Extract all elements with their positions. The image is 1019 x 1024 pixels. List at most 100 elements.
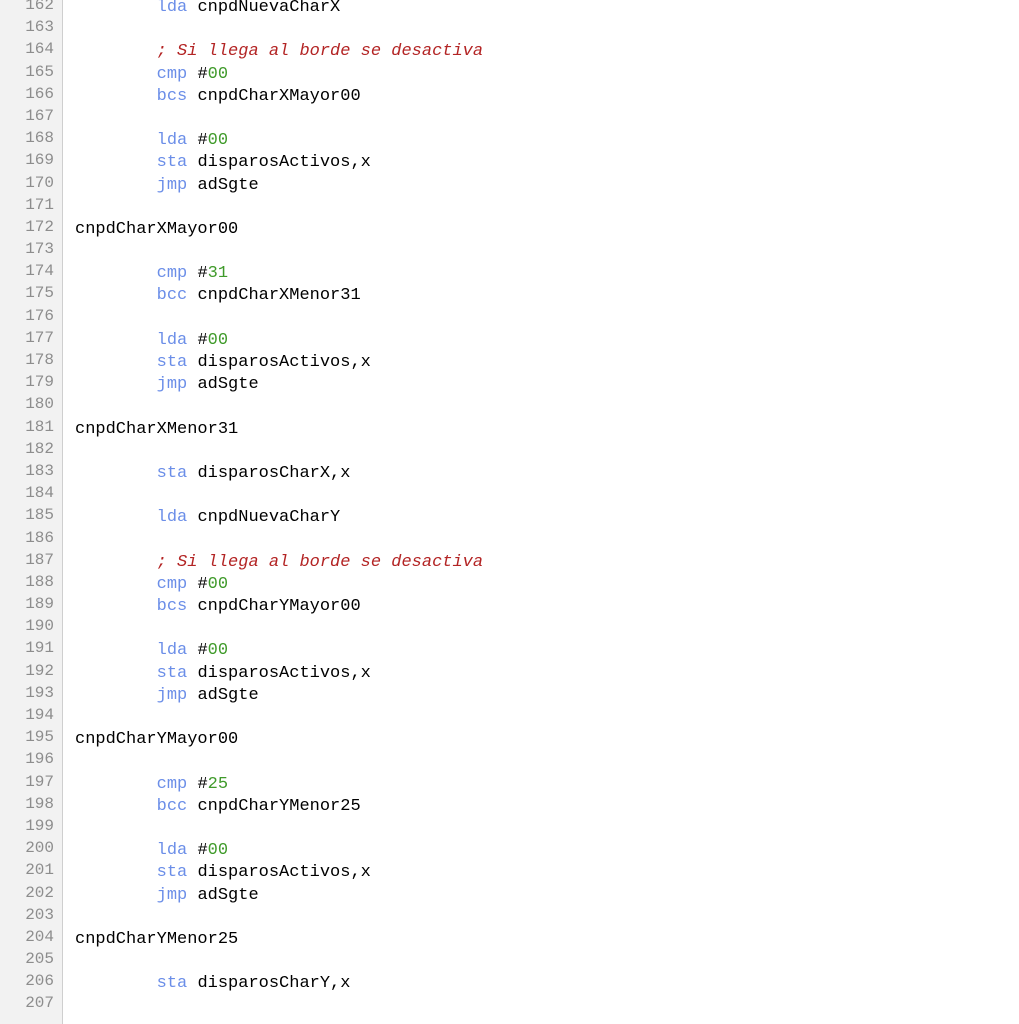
line-number: 169 xyxy=(25,151,54,170)
whitespace xyxy=(187,286,197,305)
code-line[interactable]: 199 xyxy=(0,817,1019,843)
line-number: 178 xyxy=(25,351,54,369)
line-number: 192 xyxy=(25,661,54,680)
code-line[interactable]: 205 xyxy=(0,950,1019,976)
code-line[interactable]: 192 sta disparosActivos,x xyxy=(0,662,1019,688)
code-line[interactable]: 183 sta disparosCharX,x xyxy=(0,462,1019,488)
code-text: lda cnpdNuevaCharY xyxy=(75,508,341,528)
whitespace xyxy=(187,375,197,394)
code-line[interactable]: 197 cmp #25 xyxy=(0,773,1019,799)
whitespace xyxy=(75,863,157,882)
whitespace xyxy=(187,797,197,816)
code-line[interactable]: 166 bcs cnpdCharXMayor00 xyxy=(0,85,1019,111)
code-line[interactable]: 187 ; Si llega al borde se desactiva xyxy=(0,551,1019,577)
identifier-token: cnpdNuevaCharX xyxy=(197,0,341,17)
code-line[interactable]: 193 jmp adSgte xyxy=(0,684,1019,710)
code-line[interactable]: 173 xyxy=(0,240,1019,266)
code-line[interactable]: 202 jmp adSgte xyxy=(0,884,1019,910)
code-line[interactable]: 191 lda #00 xyxy=(0,639,1019,665)
line-number: 207 xyxy=(25,994,54,1013)
line-number: 171 xyxy=(25,195,54,214)
line-number: 187 xyxy=(25,550,54,569)
code-line[interactable]: 170 jmp adSgte xyxy=(0,174,1019,200)
code-line[interactable]: 185 lda cnpdNuevaCharY xyxy=(0,506,1019,532)
code-line[interactable]: 189 bcs cnpdCharYMayor00 xyxy=(0,595,1019,621)
code-line[interactable]: 190 xyxy=(0,617,1019,643)
code-text: cmp #31 xyxy=(75,264,228,283)
code-line[interactable]: 177 lda #00 xyxy=(0,329,1019,355)
keyword-token: lda xyxy=(156,131,188,151)
code-line[interactable]: 164 ; Si llega al borde se desactiva xyxy=(0,40,1019,66)
code-line[interactable]: 179 jmp adSgte xyxy=(0,373,1019,399)
code-text: cmp #00 xyxy=(75,65,228,84)
whitespace xyxy=(75,65,157,84)
code-line[interactable]: 165 cmp #00 xyxy=(0,63,1019,89)
line-number: 204 xyxy=(25,927,54,946)
code-text: cnpdCharXMayor00 xyxy=(75,220,238,239)
whitespace xyxy=(75,508,157,527)
code-text: ; Si llega al borde se desactiva xyxy=(75,553,483,572)
code-line[interactable]: 178 sta disparosActivos,x xyxy=(0,351,1019,377)
line-number: 182 xyxy=(25,439,54,458)
code-line[interactable]: 174 cmp #31 xyxy=(0,262,1019,288)
code-line[interactable]: 184 xyxy=(0,484,1019,510)
code-line[interactable]: 186 xyxy=(0,529,1019,555)
code-line[interactable]: 167 xyxy=(0,107,1019,133)
line-number: 177 xyxy=(25,328,54,347)
code-line[interactable]: 175 bcc cnpdCharXMenor31 xyxy=(0,284,1019,310)
operator-token: # xyxy=(197,330,208,350)
code-line[interactable]: 180 xyxy=(0,395,1019,421)
code-line[interactable]: 171 xyxy=(0,196,1019,222)
whitespace xyxy=(75,176,157,195)
line-number: 163 xyxy=(25,18,54,37)
whitespace xyxy=(187,331,197,350)
code-text: jmp adSgte xyxy=(75,176,259,195)
whitespace xyxy=(187,974,197,993)
code-text: sta disparosCharY,x xyxy=(75,974,351,994)
line-number: 196 xyxy=(25,750,54,769)
code-line[interactable]: 207 xyxy=(0,994,1019,1020)
code-line[interactable]: 201 sta disparosActivos,x xyxy=(0,861,1019,887)
operator-token: # xyxy=(197,574,208,594)
identifier-token: cnpdCharXMayor00 xyxy=(197,86,361,106)
line-number: 183 xyxy=(25,461,54,480)
code-line[interactable]: 163 xyxy=(0,18,1019,44)
code-line[interactable]: 162 lda cnpdNuevaCharX xyxy=(0,0,1019,22)
code-line[interactable]: 182 xyxy=(0,440,1019,466)
whitespace xyxy=(75,553,157,572)
keyword-token: lda xyxy=(156,841,188,861)
code-line[interactable]: 169 sta disparosActivos,x xyxy=(0,151,1019,177)
whitespace xyxy=(187,664,197,683)
whitespace xyxy=(187,508,197,527)
keyword-token: jmp xyxy=(156,375,188,395)
line-number: 176 xyxy=(25,306,54,325)
operator-token: # xyxy=(197,641,208,661)
line-number: 202 xyxy=(25,883,54,902)
identifier-token: cnpdCharXMenor31 xyxy=(75,419,239,439)
code-line[interactable]: 176 xyxy=(0,307,1019,333)
code-line[interactable]: 194 xyxy=(0,706,1019,732)
identifier-token: cnpdNuevaCharY xyxy=(197,508,341,528)
code-line[interactable]: 200 lda #00 xyxy=(0,839,1019,865)
code-text: sta disparosActivos,x xyxy=(75,664,371,683)
code-line[interactable]: 206 sta disparosCharY,x xyxy=(0,972,1019,998)
whitespace xyxy=(187,641,197,660)
code-line[interactable]: 198 bcc cnpdCharYMenor25 xyxy=(0,795,1019,821)
keyword-token: sta xyxy=(156,974,188,994)
line-number: 203 xyxy=(25,905,54,924)
code-line[interactable]: 196 xyxy=(0,750,1019,776)
code-line[interactable]: 188 cmp #00 xyxy=(0,573,1019,599)
code-line[interactable]: 168 lda #00 xyxy=(0,129,1019,155)
whitespace xyxy=(187,575,197,594)
code-text: bcs cnpdCharXMayor00 xyxy=(75,87,361,106)
line-number: 201 xyxy=(25,861,54,880)
line-number: 165 xyxy=(25,62,54,81)
number-literal: 00 xyxy=(207,131,229,151)
code-line[interactable]: 203 xyxy=(0,906,1019,932)
